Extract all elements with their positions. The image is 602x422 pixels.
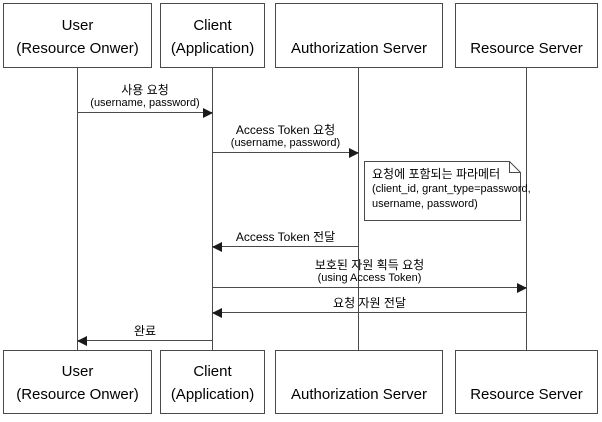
- actor-resource-server-top: Resource Server: [455, 3, 598, 68]
- actor-label: User: [61, 17, 94, 34]
- message-sublabel: (username, password): [230, 137, 341, 149]
- arrow-right-icon: [203, 107, 213, 118]
- message-label: 완료: [133, 324, 157, 338]
- message-label: 사용 요청: [121, 83, 169, 97]
- message-line: [212, 307, 527, 318]
- actor-user-top: User (Resource Onwer): [3, 3, 152, 68]
- note-line: (client_id, grant_type=password,: [372, 183, 531, 195]
- actor-sublabel: (Resource Onwer): [16, 386, 139, 403]
- message-line: [212, 282, 527, 293]
- message-line: [212, 147, 359, 158]
- arrow-right-icon: [349, 147, 359, 158]
- arrow-left-icon: [77, 335, 87, 346]
- actor-resource-server-bottom: Resource Server: [455, 350, 598, 414]
- message-sublabel: (username, password): [90, 97, 200, 109]
- actor-label: User: [61, 363, 94, 380]
- actor-user-bottom: User (Resource Onwer): [3, 350, 152, 414]
- message-label: 보호된 자원 획득 요청: [314, 258, 425, 272]
- message-access-token-response: Access Token 전달: [212, 230, 359, 252]
- message-use-request: 사용 요청 (username, password): [77, 83, 213, 118]
- actor-sublabel: (Resource Onwer): [16, 40, 139, 57]
- lifeline-user: [77, 68, 78, 350]
- note-shape: [364, 161, 521, 221]
- actor-label: Client: [193, 17, 232, 34]
- actor-authorization-server-bottom: Authorization Server: [275, 350, 443, 414]
- note-request-parameters: 요청에 포함되는 파라메터 (client_id, grant_type=pas…: [364, 161, 531, 221]
- message-resource-response: 요청 자원 전달: [212, 296, 527, 318]
- actor-client-bottom: Client (Application): [160, 350, 265, 414]
- message-line: [77, 335, 213, 346]
- actor-label: Resource Server: [470, 40, 583, 57]
- message-protected-resource-request: 보호된 자원 획득 요청 (using Access Token): [212, 258, 527, 293]
- note-line: username, password): [372, 198, 478, 210]
- lifeline-authorization-server: [358, 68, 359, 350]
- message-complete: 완료: [77, 324, 213, 346]
- actor-label: Client: [193, 363, 232, 380]
- actor-client-top: Client (Application): [160, 3, 265, 68]
- actor-authorization-server-top: Authorization Server: [275, 3, 443, 68]
- message-line: [77, 107, 213, 118]
- message-label: Access Token 전달: [235, 230, 336, 244]
- arrow-left-icon: [212, 307, 222, 318]
- message-line: [212, 241, 359, 252]
- actor-label: Authorization Server: [291, 386, 427, 403]
- arrow-left-icon: [212, 241, 222, 252]
- lifeline-client: [212, 68, 213, 350]
- actor-sublabel: (Application): [170, 40, 255, 57]
- arrow-right-icon: [517, 282, 527, 293]
- message-sublabel: (using Access Token): [317, 272, 422, 284]
- lifeline-resource-server: [526, 68, 527, 350]
- actor-label: Authorization Server: [291, 40, 427, 57]
- actor-sublabel: (Application): [170, 386, 255, 403]
- note-line: 요청에 포함되는 파라메터: [372, 167, 501, 181]
- message-label: 요청 자원 전달: [333, 296, 406, 310]
- message-label: Access Token 요청: [235, 123, 336, 137]
- actor-label: Resource Server: [470, 386, 583, 403]
- message-access-token-request: Access Token 요청 (username, password): [212, 123, 359, 158]
